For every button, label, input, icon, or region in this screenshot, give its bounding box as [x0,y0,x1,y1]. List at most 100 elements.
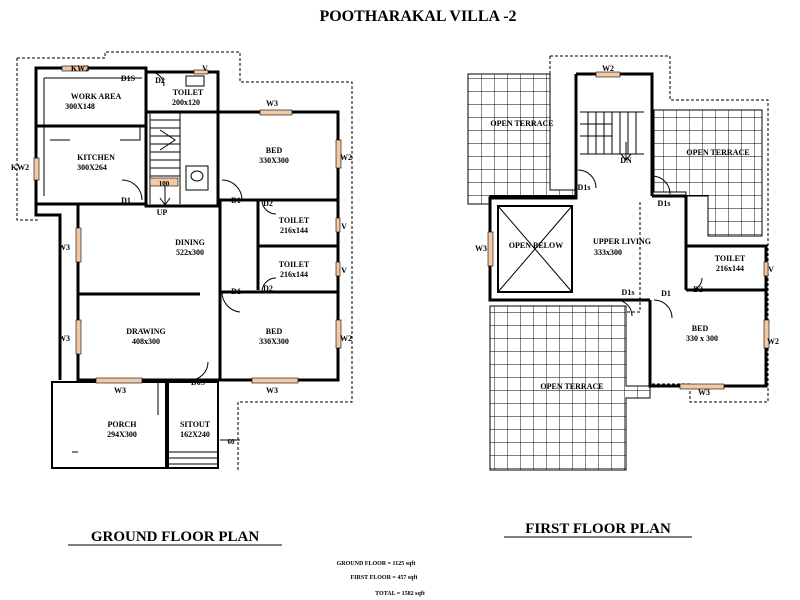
ff-toilet-dim: 216x144 [716,264,744,273]
gf-door-bed-bottom [221,291,241,313]
ff-tag-d1s-right: D1s [658,199,671,208]
gf-tag-w3-bed2: W3 [266,386,278,395]
gf-toilet-b-label: TOILET [279,260,310,269]
gf-tag-d1s: D1S [121,74,136,83]
ff-window-w2-right [763,319,770,349]
gf-tag-d2-toilet-b: D2 [263,284,273,293]
ff-window-w3-bottom [679,383,725,390]
gf-porch-dim: 294X300 [107,430,137,439]
ff-open-terrace-tl-label: OPEN TERRACE [490,119,553,128]
gf-sitout-label: SITOUT [180,420,211,429]
ff-open-below [497,205,573,293]
gf-toilet-a-label: TOILET [279,216,310,225]
ff-open-terrace-bottom-label: OPEN TERRACE [540,382,603,391]
ff-tag-w3-bottom: W3 [698,388,710,397]
gf-boundary-dashed [17,51,353,470]
gf-window-ventilator-a [335,217,341,233]
gf-tag-w2-bed: W2 [340,153,352,162]
gf-window-w3-drawing [75,319,82,355]
gf-kitchen-label: KITCHEN [77,153,115,162]
gf-tag-v-top: V [202,64,208,73]
gf-door-bed-top [221,179,243,201]
ff-boundary-dashed-inner [620,202,641,313]
ff-open-terrace-bottom [489,305,651,471]
gf-tag-w3-drawing: W3 [114,386,126,395]
ff-tag-d1: D1 [661,289,671,298]
gf-tag-d2-top: D2 [155,76,165,85]
ff-tag-w3-left: W3 [475,244,487,253]
gf-toilet-a-dim: 216x144 [280,226,308,235]
ff-door-terrace-left [577,169,597,189]
ff-upper-living-label: UPPER LIVING [593,237,651,246]
gf-window-kw2-top [61,65,89,72]
gf-window-w3-dining [75,227,82,263]
ff-open-terrace-top-right [653,109,763,237]
gf-window-w2-bed2 [335,319,342,349]
gf-drawing-label: DRAWING [126,327,166,336]
gf-kitchen-dim: 300X264 [77,163,107,172]
ff-door-terrace-right [651,175,671,195]
gf-tag-w2-bed2: W2 [340,334,352,343]
gf-tag-stair-width: 100 [159,180,170,188]
area-first-floor: FIRST FLOOR = 457 sqft [351,575,418,581]
gf-wash-basin [185,165,209,191]
gf-tag-d1-kitchen: D1 [121,196,131,205]
ff-staircase [580,111,644,161]
gf-toilet-dim: 200x120 [172,98,200,107]
ff-tag-d1s-mid: D1s [622,288,635,297]
gf-drawing-dim: 408x300 [132,337,160,346]
gf-staircase [149,112,181,206]
area-ground-floor: GROUND FLOOR = 1125 sqft [337,561,416,567]
ff-open-terrace-top-left [467,73,576,205]
gf-window-kw2-left [33,157,40,181]
gf-tag-kw2-top: KW2 [71,64,89,73]
ff-bed-dim: 330 x 300 [686,334,718,343]
gf-tag-w3-left-lower: W3 [58,334,70,343]
gf-tag-d1-bed2: D1 [231,287,241,296]
gf-window-w3-front [95,377,143,384]
gf-tag-w3-top: W3 [266,99,278,108]
gf-stair-landing-mark [149,177,179,187]
gf-stair-toilet-block [144,70,220,208]
gf-door-main [189,361,209,381]
gf-door-toilet-a [261,199,277,215]
gf-window-w3-top [259,109,293,116]
gf-bed-top-label: BED [266,146,283,155]
gf-kitchen-block [34,66,148,206]
area-summary: GROUND FLOOR = 1125 sqft FIRST FLOOR = 4… [337,561,425,597]
ff-tag-v: V [768,265,774,274]
gf-boundary-dashed-left [16,58,40,221]
ff-toilet-label: TOILET [715,254,746,263]
gf-tag-sitout-edge: 60 [228,438,236,446]
gf-bed-top-dim: 330X300 [259,156,289,165]
gf-sitout [165,381,219,469]
ff-tag-d1s-left: D1s [578,183,591,192]
ff-open-terrace-tr-label: OPEN TERRACE [686,148,749,157]
ground-floor-heading: GROUND FLOOR PLAN [91,529,260,545]
gf-window-ventilator [193,69,209,75]
gf-tag-d1-bed: D1 [231,196,241,205]
gf-window-w2-bed [335,139,342,169]
gf-window-w3-bed2 [251,377,299,384]
ff-open-below-label: OPEN BELOW [509,241,563,250]
gf-tag-d0s: D0S [191,378,206,387]
gf-tag-w3-left-upper: W3 [58,243,70,252]
ff-door-bed [653,299,673,319]
ground-floor-plan: WORK AREA 300X148 KITCHEN 300X264 TOILET… [11,51,353,546]
ff-tag-dn: DN [620,156,632,165]
gf-bed-bottom-dim: 330X300 [259,337,289,346]
plan-title: POOTHARAKAL VILLA -2 [319,8,516,25]
gf-tag-kw2-left: KW2 [11,163,29,172]
gf-tag-d2-toilet-a: D2 [263,199,273,208]
gf-window-ventilator-b [335,261,341,277]
gf-tag-up: UP [157,208,168,217]
ff-window-w2-top [595,71,621,78]
gf-porch-label: PORCH [108,420,138,429]
gf-work-area-dim: 300X148 [65,102,95,111]
ff-tag-w2-top: W2 [602,64,614,73]
ff-window-ventilator [763,261,769,277]
gf-toilet-b-dim: 216x144 [280,270,308,279]
ff-tag-w2-right: W2 [767,337,779,346]
gf-tag-v-toilet-b: V [341,266,347,275]
